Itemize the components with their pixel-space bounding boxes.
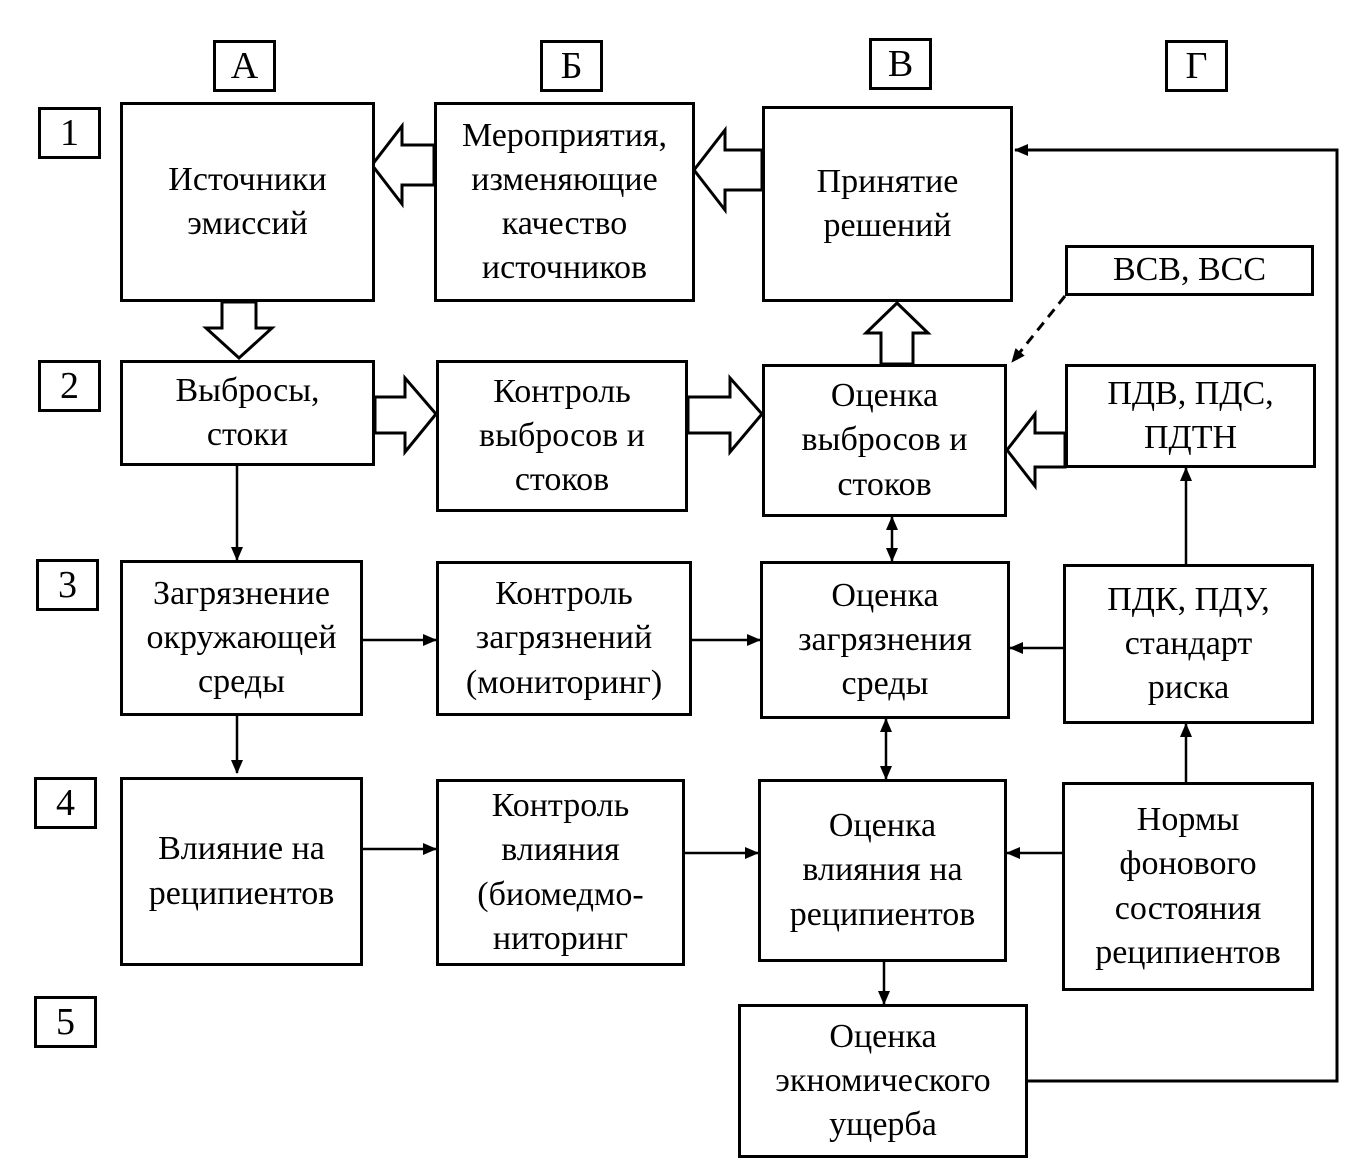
arrow-damage-feedback-to-decisions [1014, 144, 1339, 1083]
column-label-g: Г [1165, 40, 1228, 92]
box-recipient-impact: Влияние на реципиентов [120, 777, 363, 966]
box-impact-assessment: Оценка влияния на реципиентов [758, 779, 1007, 962]
box-source-measures: Мероприятия, изменяющие качество источни… [434, 102, 695, 302]
row-label-2: 2 [38, 360, 101, 412]
block-arrow-pdv-to-assessment [1005, 409, 1067, 491]
block-arrow-emissions-to-control [373, 373, 438, 457]
box-pollution-monitoring: Контроль загрязнений (мониторинг) [436, 561, 692, 716]
box-environmental-pollution: Загрязнение окружающей среды [120, 560, 363, 716]
box-emissions: Выбросы, стоки [120, 360, 375, 466]
box-economic-damage: Оценка экномического ущерба [738, 1004, 1028, 1158]
row-label-3: 3 [36, 559, 99, 611]
row-label-4: 4 [34, 777, 97, 829]
row-label-5: 5 [34, 996, 97, 1048]
box-pollution-assessment: Оценка загрязнения среды [760, 561, 1010, 719]
box-emission-sources: Источники эмиссий [120, 102, 375, 302]
box-emission-assessment: Оценка выбросов и стоков [762, 364, 1007, 517]
row-label-1: 1 [38, 107, 101, 159]
box-pdk-pdu-risk: ПДК, ПДУ, стандарт риска [1063, 564, 1314, 724]
block-arrow-measures-to-sources [370, 121, 436, 209]
box-decision-making: Принятие решений [762, 106, 1013, 302]
box-emission-control: Контроль выбросов и стоков [436, 360, 688, 512]
column-label-a: А [213, 40, 276, 92]
block-arrow-control-to-assessment [686, 374, 764, 457]
box-background-norms: Нормы фонового состояния реципиентов [1062, 782, 1314, 991]
box-vsv-vss: ВСВ, ВСС [1065, 245, 1314, 296]
block-arrow-sources-to-emissions [202, 300, 276, 361]
column-label-v: В [869, 38, 932, 90]
block-arrow-assessment-to-decisions [862, 300, 932, 366]
column-label-b: Б [540, 40, 603, 92]
box-impact-control: Контроль влияния (биомедмо- ниторинг [436, 779, 685, 966]
box-pdv-pds-pdtn: ПДВ, ПДС, ПДТН [1065, 364, 1316, 468]
block-arrow-decisions-to-measures [692, 125, 764, 215]
dashed-arrow-vsv [1010, 295, 1067, 363]
